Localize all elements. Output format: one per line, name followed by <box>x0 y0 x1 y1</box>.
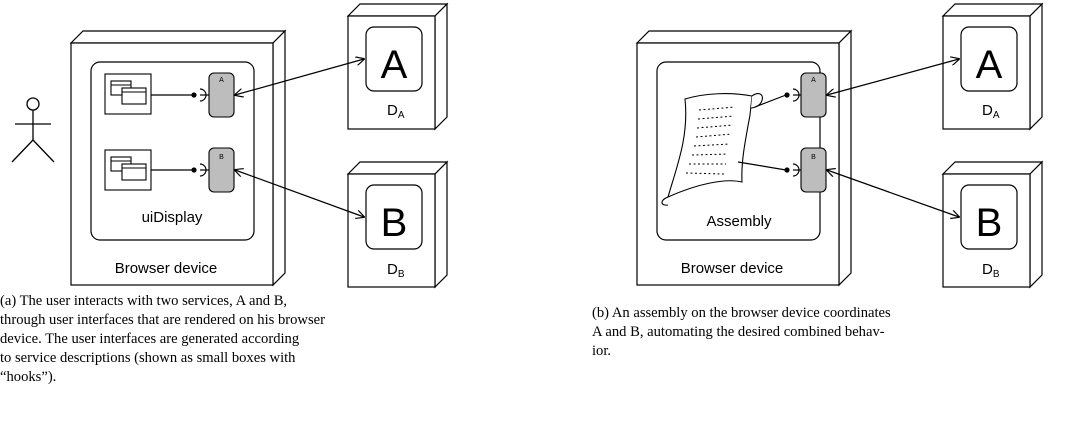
service-a-name: DA <box>387 102 405 121</box>
hook-b-letter: B <box>219 154 224 161</box>
caption-b-line-3: ior. <box>592 343 612 359</box>
service-b-device-box <box>346 160 449 289</box>
caption-a: (a) The user interacts with two services… <box>0 292 500 387</box>
hook-b-icon-b <box>737 147 827 193</box>
figure-b: A B Assembly Browser device A DA B <box>635 2 1044 289</box>
service-b-name: DB <box>387 261 405 280</box>
service-b-letter: B <box>381 201 408 245</box>
figure-a: A B uiDisplay Browser device A DA B <box>11 2 449 289</box>
service-a-letter: A <box>381 43 408 87</box>
assembly-document-icon <box>661 93 763 206</box>
browser-device-label: Browser device <box>115 260 218 277</box>
caption-b: (b) An assembly on the browser device co… <box>592 304 1070 361</box>
ui-window-a-icon <box>104 73 152 115</box>
caption-b-line-1: (b) An assembly on the browser device co… <box>592 305 891 321</box>
caption-a-line-4: to service descriptions (shown as small … <box>0 350 296 366</box>
connection-a-arrow <box>235 59 364 95</box>
hook-b-letter-b: B <box>811 154 816 161</box>
service-a-name-b: DA <box>982 102 1000 121</box>
assembly-label: Assembly <box>706 213 772 230</box>
user-actor-icon <box>11 97 55 163</box>
service-b-name-b: DB <box>982 261 1000 280</box>
caption-b-line-2: A and B, automating the desired combined… <box>592 324 885 340</box>
architecture-diagram: A B uiDisplay Browser device A DA B <box>11 2 1044 289</box>
connection-b-arrow <box>235 170 364 217</box>
caption-a-line-5: “hooks”). <box>0 369 57 385</box>
connection-a-arrow-b <box>827 59 959 95</box>
hook-a-letter: A <box>219 77 224 84</box>
connection-b-arrow-b <box>827 170 959 217</box>
ui-window-b-icon <box>104 149 152 191</box>
hook-a-letter-b: A <box>811 77 816 84</box>
service-a-letter-b: A <box>976 43 1003 87</box>
caption-a-line-2: through user interfaces that are rendere… <box>0 312 325 328</box>
caption-a-line-1: (a) The user interacts with two services… <box>0 293 288 309</box>
caption-a-line-3: device. The user interfaces are generate… <box>0 331 300 347</box>
service-b-device-box-b <box>941 160 1044 289</box>
browser-device-label-b: Browser device <box>681 260 784 277</box>
service-b-letter-b: B <box>976 201 1003 245</box>
uidisplay-label: uiDisplay <box>142 209 203 226</box>
